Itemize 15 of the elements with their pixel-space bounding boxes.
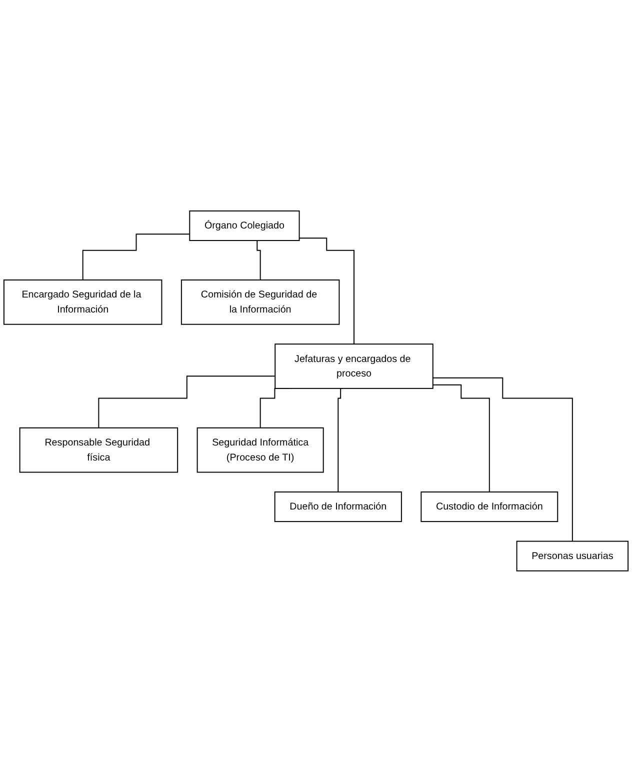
connector [432, 377, 573, 542]
connector [298, 238, 354, 345]
connector [432, 384, 490, 493]
node-box: Personas usuarias [516, 540, 629, 572]
connector [98, 376, 276, 428]
node-box: Jefaturas y encargados de proceso [274, 344, 434, 390]
node-box: Seguridad Informática (Proceso de TI) [196, 427, 324, 473]
node-box: Dueño de Información [274, 492, 402, 522]
connector [338, 388, 344, 493]
node-box: Órgano Colegiado [189, 210, 300, 242]
node-box: Responsable Seguridad física [19, 427, 178, 473]
node-box: Custodio de Información [420, 492, 558, 522]
node-box: Comisión de Seguridad de la Información [180, 280, 340, 325]
connector [82, 234, 190, 281]
node-box: Encargado Seguridad de la Información [3, 280, 162, 325]
